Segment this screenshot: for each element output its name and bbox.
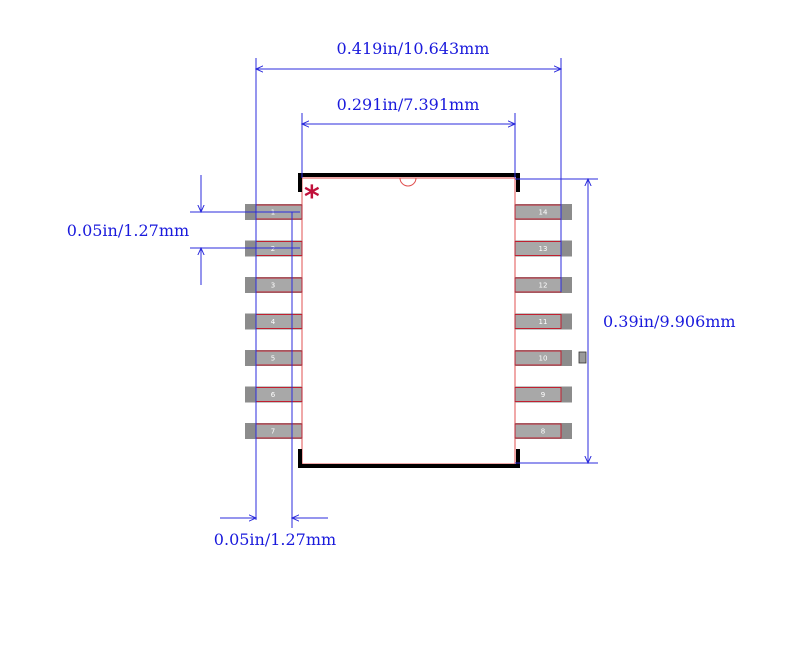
pin1-notch [399, 177, 417, 187]
pad-7: 7 [245, 423, 303, 439]
pin-number: 4 [271, 318, 276, 326]
pin-number: 14 [539, 209, 548, 217]
body-length-dimension: 0.39in/9.906mm [515, 179, 736, 463]
pad-3: 3 [245, 277, 303, 293]
pad-8: 8 [514, 423, 572, 439]
pad-4: 4 [245, 313, 303, 330]
pad-10: 10 [514, 350, 572, 366]
pad-5: 5 [245, 350, 303, 366]
pad-width-label: 0.05in/1.27mm [214, 530, 336, 549]
pin1-marker: * [304, 180, 320, 215]
pad-land [255, 277, 303, 293]
pad-land [514, 423, 562, 439]
pin-number: 8 [541, 428, 545, 436]
pin-number: 13 [539, 245, 548, 253]
silkscreen-outline [298, 173, 520, 468]
pad-land [514, 314, 562, 329]
pad-land [255, 314, 303, 329]
pad-land [255, 350, 303, 366]
body-length-label: 0.39in/9.906mm [603, 312, 736, 331]
pin-number: 11 [539, 318, 548, 326]
right-pad-row: 14 13 12 11 10 9 8 [514, 204, 572, 439]
pin-number: 6 [271, 391, 276, 399]
pin-number: 2 [271, 245, 275, 253]
pad-11: 11 [514, 313, 572, 330]
pitch-label: 0.05in/1.27mm [67, 221, 189, 240]
pad-land [514, 350, 562, 366]
pad-width-dimension: 0.05in/1.27mm [214, 212, 336, 549]
pad-9: 9 [514, 386, 572, 403]
pin-number: 10 [539, 355, 548, 363]
overall-width-dimension: 0.419in/10.643mm [256, 39, 561, 520]
body-width-dimension: 0.291in/7.391mm [302, 95, 515, 178]
pad-12: 12 [514, 277, 572, 293]
pin-number: 12 [539, 282, 548, 290]
pad-14: 14 [514, 204, 572, 220]
pad-land [255, 423, 303, 439]
component-body-outline [301, 177, 516, 465]
pad-6: 6 [245, 386, 303, 403]
pin-number: 5 [271, 355, 275, 363]
pin-number: 9 [541, 391, 545, 399]
body-width-label: 0.291in/7.391mm [337, 95, 480, 114]
pad-13: 13 [514, 240, 572, 257]
pad-land [514, 387, 562, 402]
reference-mark [578, 351, 587, 364]
pad-land [255, 387, 303, 402]
pitch-dimension: 0.05in/1.27mm [67, 175, 300, 285]
pin-number: 7 [271, 428, 275, 436]
overall-width-label: 0.419in/10.643mm [337, 39, 490, 58]
pin-number: 3 [271, 282, 275, 290]
